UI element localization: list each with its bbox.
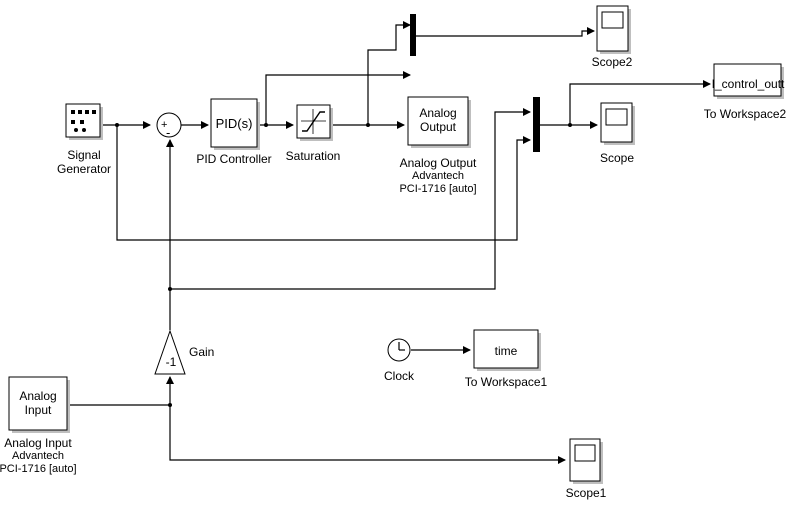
saturation-label: Saturation (286, 149, 341, 163)
wire-pid-to-mux2 (265, 71, 411, 125)
sum-plus-sign: + (161, 119, 167, 131)
analog-input-label-1: Analog Input (4, 436, 72, 450)
wire-mux2-to-scope2 (416, 27, 595, 37)
pid-controller-block[interactable]: PID(s) PID Controller (196, 98, 272, 166)
signal-generator-label-1: Signal (67, 148, 100, 162)
wire-input-to-gain (69, 376, 174, 406)
gain-label: Gain (189, 345, 214, 359)
pid-label: PID Controller (196, 152, 271, 166)
scope2-block[interactable]: Scope2 (592, 5, 633, 69)
analog-output-text-2: Output (420, 120, 457, 134)
scope-label: Scope (600, 151, 634, 165)
scope-screen-icon (605, 108, 628, 126)
wire-mux-to-workspace2 (569, 80, 711, 125)
to-workspace2-block[interactable]: I_control_outt To Workspace2 (704, 63, 787, 121)
wire-gain-to-mux (170, 108, 531, 290)
clock-icon (398, 342, 405, 351)
wire-saturation-to-mux2 (367, 21, 411, 125)
mux-top[interactable] (410, 14, 416, 56)
analog-input-label-2: Advantech (12, 450, 64, 462)
scope1-block[interactable]: Scope1 (566, 438, 607, 500)
scope2-screen-icon (601, 11, 624, 29)
signal-generator-label-2: Generator (57, 162, 111, 176)
clock-label: Clock (384, 369, 415, 383)
scope-block[interactable]: Scope (600, 102, 635, 165)
wire-signal-to-mux (116, 125, 531, 241)
wire-input-to-scope1 (169, 405, 566, 464)
scope2-label: Scope2 (592, 55, 633, 69)
to-workspace2-label: To Workspace2 (704, 107, 787, 121)
to-workspace1-text: time (495, 344, 518, 358)
signal-lines (69, 21, 711, 464)
saturation-icon (301, 109, 326, 134)
scope1-label: Scope1 (566, 486, 607, 500)
analog-input-text-2: Input (25, 403, 52, 417)
analog-output-block[interactable]: Analog Output Analog Output Advantech PC… (399, 96, 477, 195)
to-workspace2-text: I_control_outt (712, 77, 785, 91)
to-workspace1-label: To Workspace1 (465, 375, 548, 389)
saturation-block[interactable]: Saturation (286, 104, 341, 163)
scope1-screen-icon (574, 444, 596, 462)
branch-points (115, 123, 572, 407)
analog-input-block[interactable]: Analog Input Analog Input Advantech PCI-… (0, 376, 77, 475)
analog-input-text-1: Analog (19, 389, 56, 403)
analog-input-label-3: PCI-1716 [auto] (0, 463, 77, 475)
clock-block[interactable]: Clock (384, 338, 415, 383)
gain-value: -1 (166, 355, 177, 369)
mux-right[interactable] (533, 97, 540, 152)
signal-generator-block[interactable]: Signal Generator (57, 103, 111, 176)
gain-block[interactable]: -1 Gain (154, 329, 214, 375)
signal-generator-icon (71, 110, 96, 132)
sum-block[interactable]: + - (156, 112, 182, 140)
analog-output-label-3: PCI-1716 [auto] (399, 183, 476, 195)
analog-output-label-2: Advantech (412, 170, 464, 182)
pid-glyph: PID(s) (216, 116, 253, 131)
analog-output-text-1: Analog (419, 106, 456, 120)
sum-minus-sign: - (166, 125, 170, 140)
to-workspace1-block[interactable]: time To Workspace1 (465, 329, 548, 389)
analog-output-label-1: Analog Output (400, 156, 477, 170)
